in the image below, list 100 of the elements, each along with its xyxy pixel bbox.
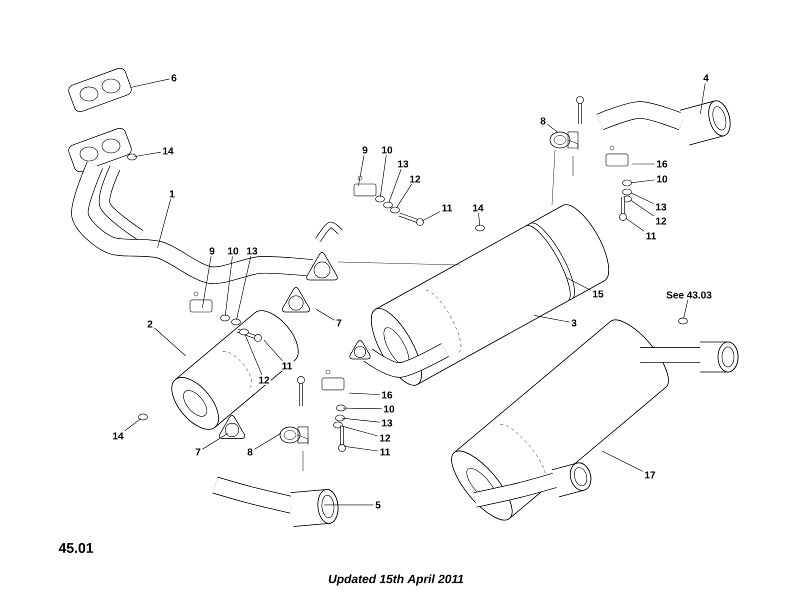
- callout-number: 11: [378, 447, 392, 457]
- leader-line: [534, 315, 570, 322]
- leader-line: [124, 418, 142, 432]
- leader-line: [342, 418, 380, 423]
- tailpipe: [596, 100, 730, 146]
- leader-line: [342, 408, 382, 410]
- washer: [622, 188, 632, 196]
- callout-number: 3: [570, 318, 578, 328]
- callout-number: 6: [170, 72, 178, 84]
- leader-line: [236, 256, 252, 320]
- clip: [336, 404, 346, 412]
- callout-number: 10: [654, 174, 670, 184]
- washer: [333, 422, 343, 428]
- leader-line: [202, 433, 228, 450]
- leader-line: [700, 82, 706, 114]
- callout-number: 1: [168, 189, 176, 199]
- bolt: [236, 328, 262, 342]
- callout-number: 17: [642, 470, 658, 480]
- leader-line: [316, 309, 335, 321]
- rear-silencer: [349, 204, 610, 386]
- callout-number: 11: [440, 203, 454, 213]
- tailpipe: [212, 476, 338, 527]
- callout-number: 13: [380, 418, 394, 428]
- leader-line: [380, 154, 387, 198]
- pipe-clamp: [550, 132, 578, 176]
- sensor: [678, 318, 688, 324]
- bolt: [619, 196, 627, 221]
- bracket: [606, 146, 628, 166]
- callout-number: 8: [538, 116, 548, 126]
- nut: [138, 414, 148, 420]
- callout-number: 14: [160, 146, 176, 156]
- bolt: [398, 212, 424, 226]
- assembly-line: [552, 150, 556, 206]
- callout-number: 9: [360, 144, 370, 156]
- callout-number: 16: [380, 390, 394, 400]
- bracket: [322, 370, 344, 390]
- leader-line: [134, 152, 162, 157]
- page-number: 45.01: [58, 543, 94, 553]
- bracket: [354, 176, 376, 196]
- callout-number: 8: [246, 446, 254, 458]
- leader-line: [478, 212, 480, 226]
- reference-label: See 43.03: [664, 290, 714, 300]
- leader-line: [630, 192, 654, 204]
- bolt: [338, 426, 346, 452]
- caption: Updated 15th April 2011: [328, 574, 464, 586]
- callout-number: 15: [590, 289, 606, 299]
- leader-line: [254, 433, 282, 450]
- callout-number: 13: [396, 158, 410, 170]
- callout-number: 16: [654, 158, 670, 170]
- callout-number: 4: [702, 73, 710, 83]
- flange-gasket: [282, 287, 310, 312]
- callout-number: 10: [226, 246, 240, 256]
- callout-number: 2: [146, 319, 154, 329]
- callout-number: 10: [382, 404, 396, 414]
- callout-number: 9: [208, 246, 216, 256]
- callout-number: 5: [374, 500, 382, 510]
- pipe-clamp: [280, 426, 308, 472]
- leader-line: [348, 392, 380, 395]
- leader-line: [340, 425, 378, 436]
- callout-number: 14: [110, 431, 126, 441]
- leader-line: [344, 446, 378, 452]
- leader-line: [154, 328, 186, 356]
- leader-line: [157, 198, 171, 248]
- leader-line: [626, 218, 644, 232]
- silencer: [451, 320, 738, 520]
- callout-number: 12: [654, 216, 668, 226]
- front-pipe: [68, 128, 342, 284]
- callout-number: 7: [334, 318, 344, 328]
- washer: [335, 414, 345, 422]
- leader-line: [224, 256, 233, 316]
- leader-line: [683, 300, 688, 320]
- catalytic-converter: [171, 310, 299, 430]
- leader-line: [130, 78, 170, 88]
- washer: [231, 318, 241, 326]
- leader-line: [202, 256, 212, 308]
- callout-number: 10: [380, 144, 394, 156]
- clip: [220, 314, 230, 322]
- callout-number: 12: [408, 174, 422, 184]
- callout-number: 12: [378, 433, 392, 443]
- clip: [622, 180, 632, 186]
- flange-gasket: [218, 415, 246, 439]
- leader-line: [566, 278, 592, 291]
- callout-number: 13: [244, 246, 260, 256]
- leader-line: [388, 168, 402, 204]
- callout-number: 7: [194, 447, 202, 457]
- callout-number: 13: [654, 202, 668, 212]
- leader-line: [264, 340, 283, 362]
- assembly-line: [338, 262, 460, 266]
- callout-number: 14: [470, 203, 486, 213]
- leader-line: [630, 180, 656, 184]
- leader-line: [547, 124, 558, 133]
- leader-line: [396, 184, 412, 208]
- leader-line: [630, 200, 654, 216]
- leader-line: [244, 334, 262, 376]
- gasket: [68, 68, 132, 112]
- washer: [383, 202, 393, 208]
- bracket: [190, 292, 212, 312]
- callout-number: 11: [644, 231, 658, 241]
- leader-line: [324, 504, 374, 506]
- clip: [375, 196, 385, 202]
